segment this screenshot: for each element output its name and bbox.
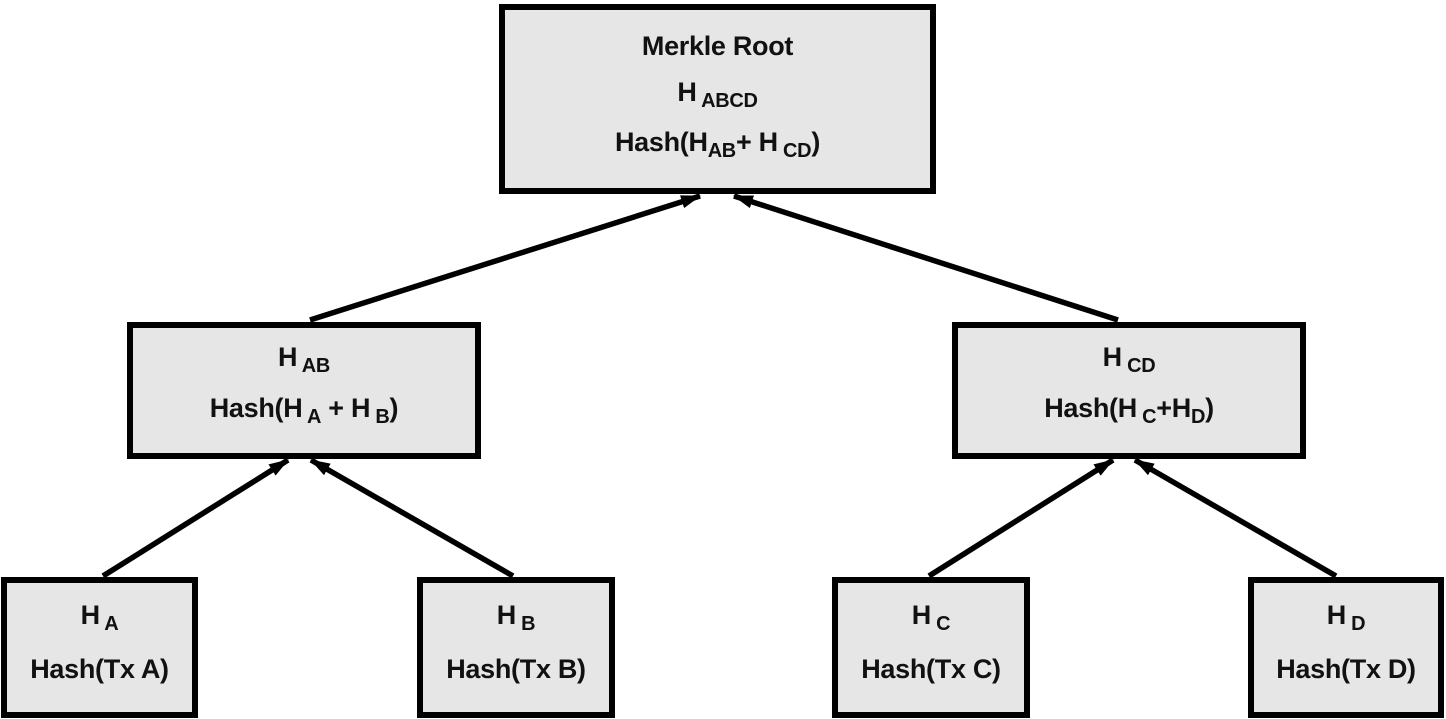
text: Merkle Root: [641, 30, 794, 61]
node-hash-d: H D Hash(Tx D): [1248, 577, 1444, 718]
subscript-text: C: [930, 613, 951, 636]
subscript-text: D: [1190, 405, 1206, 428]
node-text-line: Hash(HAB+ H CD): [615, 127, 820, 163]
text: H: [1326, 600, 1347, 631]
node-hash-b: H B Hash(Tx B): [417, 577, 615, 718]
text: +H: [1156, 392, 1191, 423]
subscript-text: AB: [297, 355, 331, 378]
text: Hash(H: [614, 127, 708, 158]
node-text-line: H CD: [1103, 342, 1156, 378]
node-text-line: Hash(Tx D): [1276, 654, 1416, 685]
text: Hash(Tx B): [446, 653, 586, 684]
subscript-text: B: [370, 405, 390, 428]
subscript-text: A: [302, 405, 322, 428]
text: Hash(Tx D): [1276, 653, 1416, 684]
node-text-line: Hash(Tx A): [30, 654, 169, 685]
node-hash-c: H C Hash(Tx C): [832, 577, 1030, 718]
node-text-line: H AB: [278, 342, 330, 378]
edge-hash-ab-to-merkle-root-arrow: [309, 193, 702, 323]
text: H: [80, 600, 101, 631]
edge-hash-b-to-hash-ab-arrow: [309, 457, 515, 579]
text: Hash(H: [1044, 392, 1137, 423]
node-text-line: H B: [497, 600, 536, 636]
node-hash-a: H A Hash(Tx A): [1, 577, 198, 718]
subscript-text: ABCD: [696, 89, 758, 112]
subscript-text: C: [1136, 405, 1157, 428]
subscript-text: D: [1345, 613, 1366, 636]
text: ): [1205, 392, 1214, 423]
edge-hash-d-to-hash-cd-arrow: [1133, 457, 1338, 579]
text: H: [911, 600, 932, 631]
text: Hash(Tx C): [861, 653, 1001, 684]
text: ): [811, 127, 821, 158]
node-text-line: Merkle Root: [641, 30, 794, 62]
subscript-text: CD: [1121, 355, 1156, 378]
node-text-line: Hash(H C+HD): [1044, 393, 1214, 429]
subscript-text: A: [99, 613, 119, 636]
subscript-text: CD: [777, 140, 812, 163]
node-text-line: H C: [912, 600, 951, 636]
text: H: [496, 600, 517, 631]
node-text-line: Hash(H A + H B): [210, 393, 399, 429]
edge-hash-c-to-hash-cd-arrow: [927, 457, 1115, 579]
node-text-line: Hash(Tx C): [861, 654, 1001, 685]
text: + H: [735, 127, 778, 158]
text: Hash(H: [209, 392, 303, 423]
text: H: [677, 76, 697, 107]
subscript-text: AB: [707, 140, 737, 163]
node-text-line: H ABCD: [677, 76, 758, 113]
edge-hash-cd-to-merkle-root-arrow: [732, 193, 1119, 323]
subscript-text: B: [515, 613, 536, 636]
text: H: [1102, 342, 1123, 373]
text: Hash(Tx A): [30, 653, 169, 684]
text: ): [389, 392, 399, 423]
node-text-line: H A: [81, 600, 119, 636]
text: + H: [321, 392, 371, 423]
text: H: [278, 342, 298, 373]
node-text-line: Hash(Tx B): [446, 654, 586, 685]
edge-hash-a-to-hash-ab-arrow: [101, 457, 290, 579]
node-text-line: H D: [1327, 600, 1366, 636]
